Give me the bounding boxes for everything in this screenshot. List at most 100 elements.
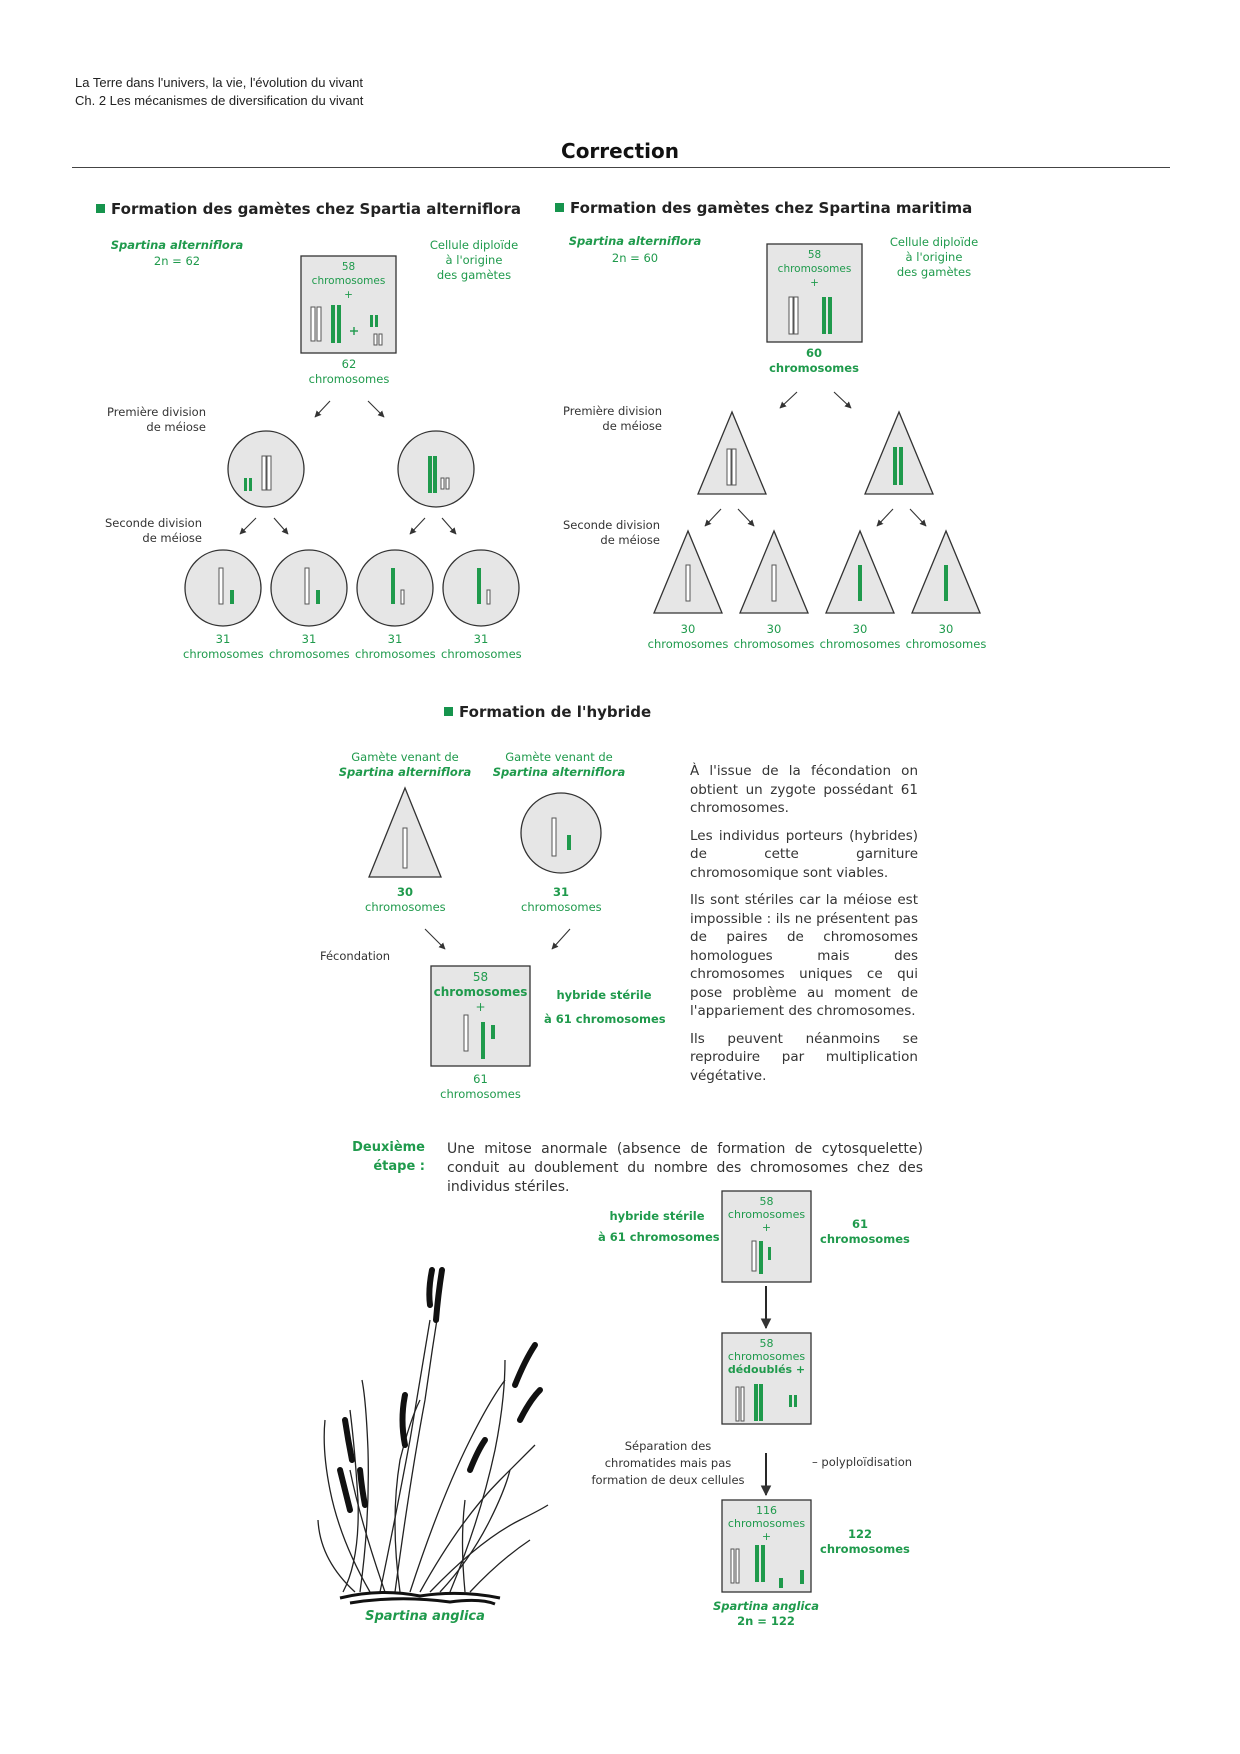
unit: chromosomes bbox=[183, 647, 264, 661]
total-line: chromosomes bbox=[769, 361, 859, 375]
result-ploidy: 2n = 122 bbox=[737, 1614, 795, 1628]
box-label-line: + bbox=[761, 1221, 772, 1234]
count: 31 bbox=[301, 632, 317, 646]
maritima-total: 60 chromosomes bbox=[764, 346, 864, 376]
separation-line: formation de deux cellules bbox=[591, 1473, 745, 1487]
total-line: 61 bbox=[473, 1072, 488, 1086]
plant-caption: Spartina anglica bbox=[365, 1609, 485, 1624]
bullet-square-icon bbox=[444, 707, 453, 716]
division-line: de méiose bbox=[146, 420, 206, 434]
box-label-line: 58 bbox=[472, 970, 489, 984]
unit: chromosomes bbox=[355, 647, 436, 661]
division-line: Seconde division bbox=[104, 516, 202, 530]
count: 31 bbox=[387, 632, 403, 646]
step2-box3-label: 116 chromosomes + bbox=[722, 1504, 811, 1543]
hybrid-gamete-a-label: Gamète venant de Spartina alterniflora bbox=[335, 750, 475, 780]
unit: chromosomes bbox=[733, 637, 815, 651]
side-line: à 61 chromosomes bbox=[598, 1230, 720, 1244]
alterniflora-total: 62 chromosomes bbox=[299, 357, 399, 387]
explanation-paragraph: Les individus porteurs (hybrides) de cet… bbox=[690, 827, 918, 881]
box-label-line: + bbox=[344, 289, 353, 301]
side-line: hybride stérile bbox=[556, 988, 652, 1002]
box-label-line: chromosomes bbox=[311, 275, 386, 287]
hybrid-explanation: À l'issue de la fécondation on obtient u… bbox=[690, 762, 918, 1094]
maritima-ploidy: 2n = 60 bbox=[611, 251, 659, 265]
alterniflora-division-2: Seconde division de méiose bbox=[96, 516, 202, 546]
hybrid-gamete-b-label: Gamète venant de Spartina alterniflora bbox=[489, 750, 629, 780]
unit: chromosomes bbox=[441, 647, 522, 661]
gamete-label-species: Spartina alterniflora bbox=[338, 765, 472, 779]
count: 61 bbox=[851, 1217, 868, 1231]
division-line: Seconde division bbox=[562, 518, 660, 532]
maritima-division-2: Seconde division de méiose bbox=[552, 518, 660, 548]
side-line: à 61 chromosomes bbox=[544, 1012, 666, 1026]
hybrid-gamete-b bbox=[520, 792, 602, 874]
box-label-line: + bbox=[810, 277, 819, 289]
page-title: Correction bbox=[561, 139, 679, 163]
unit: chromosomes bbox=[365, 900, 446, 914]
box-label-line: chromosomes bbox=[727, 1517, 806, 1530]
division-line: de méiose bbox=[600, 533, 660, 547]
unit: chromosomes bbox=[905, 637, 987, 651]
cell-note-line: des gamètes bbox=[896, 265, 972, 279]
hybrid-total: 61 chromosomes bbox=[431, 1072, 530, 1102]
result-species: Spartina anglica bbox=[713, 1599, 819, 1613]
count: 30 bbox=[680, 622, 696, 636]
maritima-cell-note: Cellule diploïde à l'origine des gamètes bbox=[874, 235, 994, 280]
step2-box-1 bbox=[721, 1190, 812, 1283]
count: 30 bbox=[766, 622, 782, 636]
count: 31 bbox=[552, 885, 569, 899]
section-maritima-heading-text: Formation des gamètes chez Spartina mari… bbox=[570, 199, 973, 217]
count: 30 bbox=[396, 885, 413, 899]
header-line-1: La Terre dans l'univers, la vie, l'évolu… bbox=[75, 75, 363, 90]
count: 30 bbox=[938, 622, 954, 636]
maritima-cell-box bbox=[766, 243, 863, 343]
gamete-label-line: Gamète venant de bbox=[351, 750, 459, 764]
count: 122 bbox=[847, 1527, 872, 1541]
box-label-line: 58 bbox=[341, 261, 356, 273]
step2-box1-label: 58 chromosomes + bbox=[722, 1195, 811, 1234]
separation-line: Séparation des bbox=[624, 1439, 712, 1453]
division-line: de méiose bbox=[142, 531, 202, 545]
bullet-square-icon bbox=[96, 204, 105, 213]
alterniflora-division-1: Première division de méiose bbox=[96, 405, 206, 435]
section-hybrid-heading-text: Formation de l'hybride bbox=[459, 703, 652, 721]
unit: chromosomes bbox=[820, 1232, 910, 1246]
box-label-line: + bbox=[475, 1000, 486, 1014]
title-rule bbox=[72, 167, 1170, 168]
bullet-square-icon bbox=[555, 203, 564, 212]
alterniflora-box-label: 58 chromosomes + bbox=[301, 260, 396, 302]
box-label-line: 58 bbox=[759, 1337, 774, 1350]
side-line: hybride stérile bbox=[609, 1209, 705, 1223]
alterniflora-cell-note: Cellule diploïde à l'origine des gamètes bbox=[414, 238, 534, 283]
spartina-ground bbox=[339, 1590, 501, 1606]
division-line: de méiose bbox=[602, 419, 662, 433]
step2-result: Spartina anglica 2n = 122 bbox=[706, 1599, 826, 1629]
step2-label: Deuxième étape : bbox=[340, 1138, 425, 1176]
cell-note-line: à l'origine bbox=[905, 250, 963, 264]
alterniflora-species: Spartina alterniflora bbox=[110, 238, 244, 252]
box-label-line: 116 bbox=[756, 1504, 777, 1517]
total-line: chromosomes bbox=[440, 1087, 521, 1101]
count: 31 bbox=[215, 632, 231, 646]
explanation-paragraph: Ils peuvent néanmoins se reproduire par … bbox=[690, 1030, 918, 1084]
section-hybrid-heading: Formation de l'hybride bbox=[444, 703, 651, 721]
step2-box1-side: hybride stérile à 61 chromosomes bbox=[598, 1206, 720, 1248]
maritima-division-1: Première division de méiose bbox=[552, 404, 662, 434]
total-line: chromosomes bbox=[308, 372, 390, 386]
cell-note-line: Cellule diploïde bbox=[889, 235, 979, 249]
step2-polyploid: – polyploïdisation bbox=[812, 1455, 913, 1469]
cell-note-line: des gamètes bbox=[436, 268, 512, 282]
separation-line: chromatides mais pas bbox=[604, 1456, 732, 1470]
spartina-plant-drawing bbox=[317, 1299, 549, 1593]
count: 30 bbox=[852, 622, 868, 636]
step-label-line: étape : bbox=[373, 1159, 425, 1174]
